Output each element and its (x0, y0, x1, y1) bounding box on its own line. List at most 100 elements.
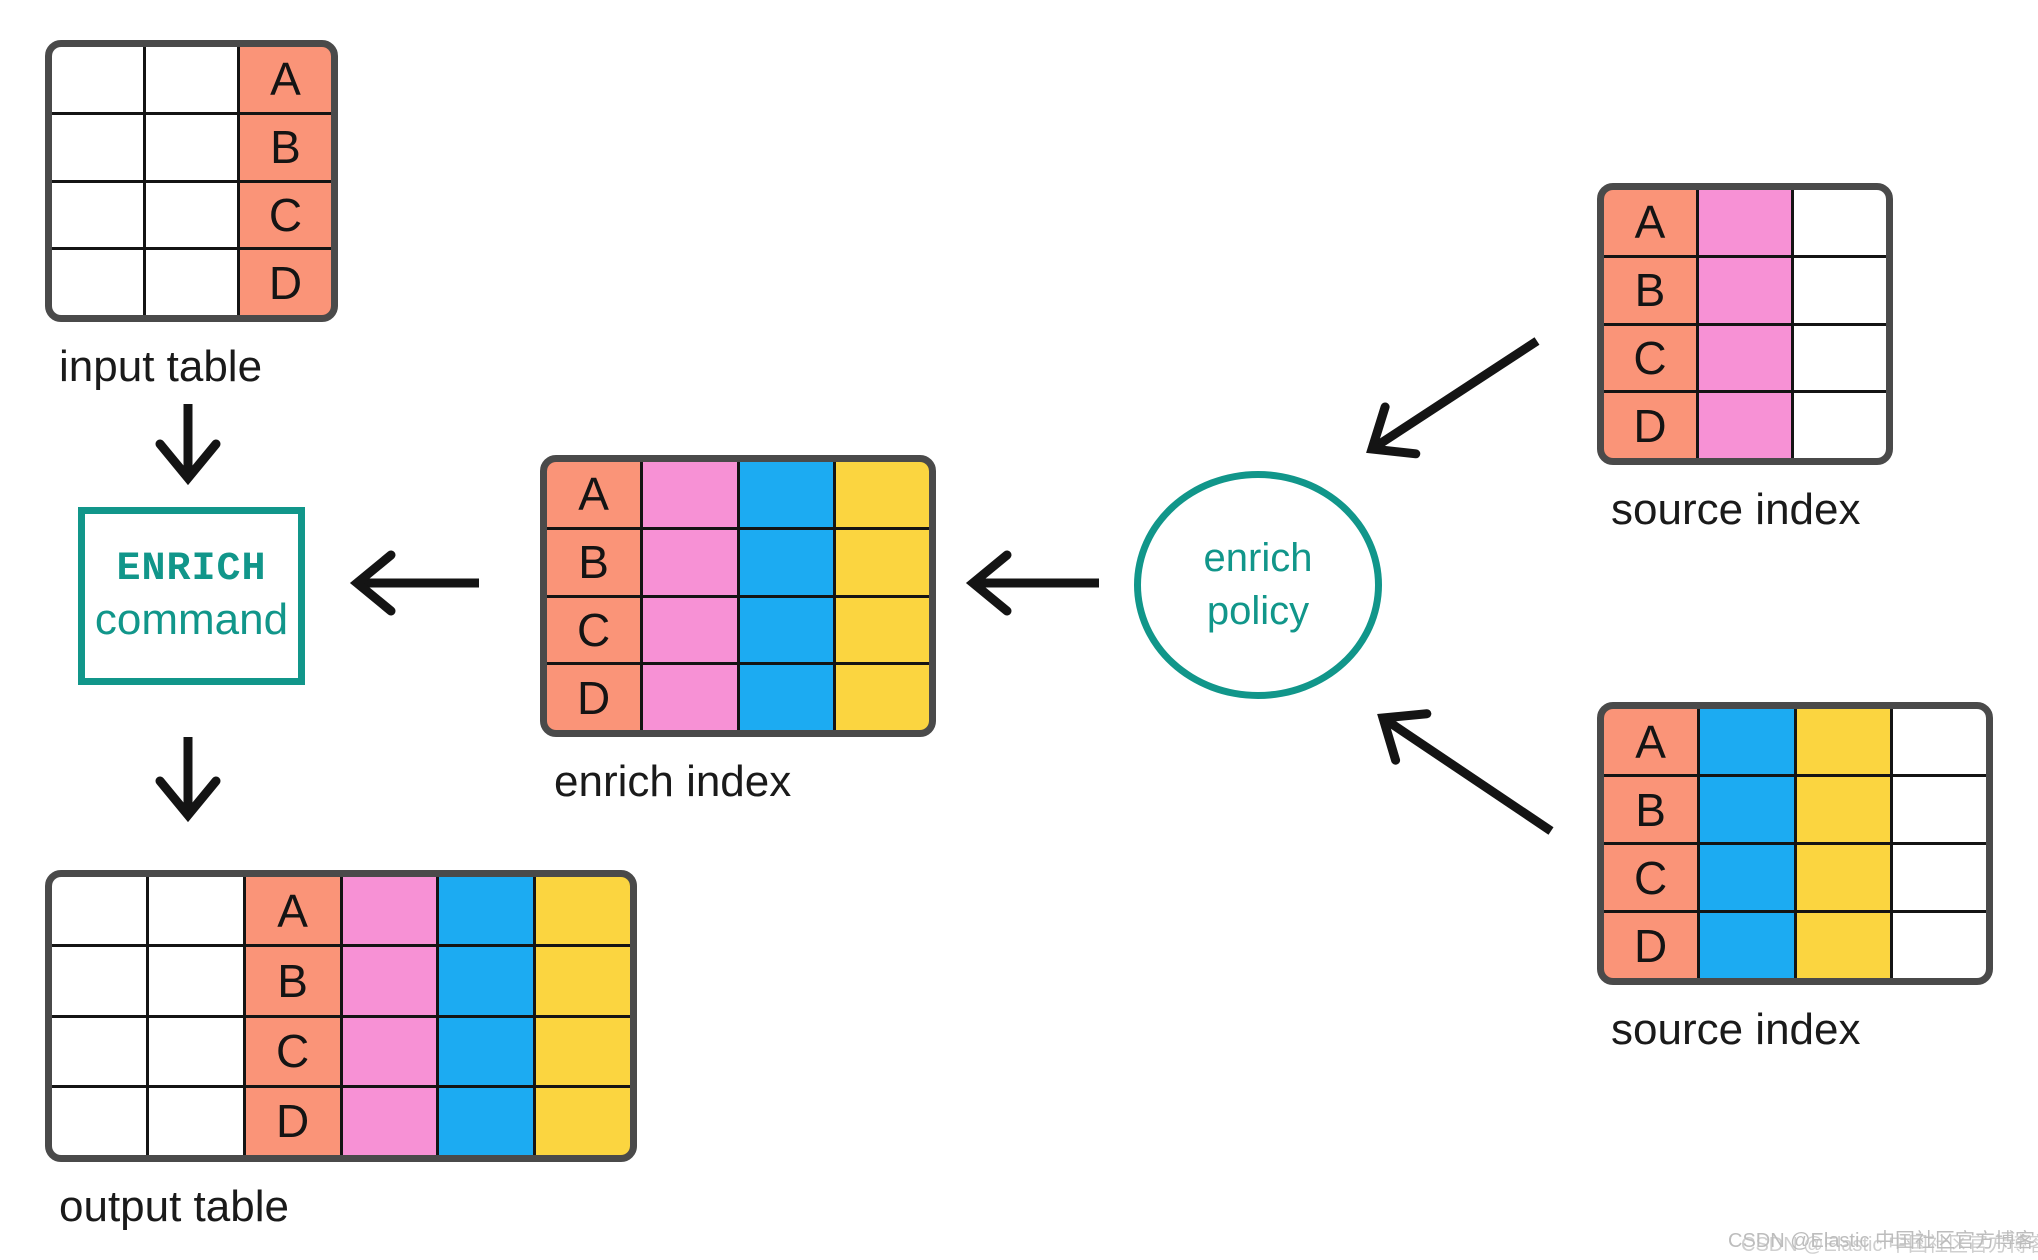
table-cell-salmon: A (245, 877, 340, 945)
table-cell-blue (1700, 913, 1794, 978)
table-cell-white (148, 1017, 243, 1085)
table-cell-white (148, 877, 243, 945)
table-cell-blue (739, 665, 833, 730)
table-cell-white (146, 182, 237, 248)
table-cell-blue (1700, 777, 1794, 842)
table-cell-blue (1700, 845, 1794, 910)
table-cell-yellow (1796, 709, 1890, 774)
table-cell-yellow (536, 947, 630, 1015)
source-index-bottom-label: source index (1611, 1005, 1861, 1054)
table-cell-blue (739, 597, 833, 663)
table-cell-salmon: A (1604, 190, 1696, 255)
table-cell-salmon: B (245, 947, 340, 1015)
table-cell-white (1892, 845, 1986, 910)
table-cell-white (148, 1087, 243, 1155)
table-cell-salmon: D (240, 250, 331, 315)
table-cell-yellow (1796, 777, 1890, 842)
table-cell-salmon: B (240, 114, 331, 180)
table-cell-pink (342, 947, 437, 1015)
table-cell-pink (342, 1087, 437, 1155)
table-cell-white (1794, 393, 1886, 458)
table-cell-white (52, 47, 143, 112)
table-cell-salmon: D (547, 665, 641, 730)
enrich-command-line2: command (94, 594, 289, 644)
table-cell-blue (439, 1087, 534, 1155)
table-cell-yellow (536, 1087, 630, 1155)
table-cell-yellow (1796, 845, 1890, 910)
table-cell-white (52, 250, 143, 315)
table-cell-salmon: B (1604, 777, 1698, 842)
table-cell-white (1794, 257, 1886, 323)
table-cell-salmon: C (1604, 845, 1698, 910)
table-cell-white (52, 947, 146, 1015)
table-cell-white (52, 182, 143, 248)
enrich-index-label: enrich index (554, 757, 792, 806)
table-cell-pink (1699, 393, 1791, 458)
enrich-command-line1: ENRICH (116, 546, 267, 592)
table-cell-salmon: A (547, 462, 641, 527)
table-cell-blue (1700, 709, 1794, 774)
table-cell-salmon: B (1604, 257, 1696, 323)
arrow-sourcetop-to-policy (1366, 337, 1540, 459)
watermark: CSDN @Elastic 中国社区官方博客 (1728, 1230, 2035, 1252)
watermark-echo: CSDN @Elastic 中国社区官方博客 (1741, 1234, 2038, 1256)
table-cell-salmon: D (1604, 393, 1696, 458)
table-cell-salmon: C (240, 182, 331, 248)
table-cell-pink (1699, 190, 1791, 255)
table-cell-salmon: B (547, 529, 641, 595)
table-cell-pink (643, 597, 737, 663)
table-cell-yellow (835, 665, 929, 730)
source-index-top-label: source index (1611, 485, 1861, 534)
input-table-label: input table (59, 342, 263, 391)
table-cell-salmon: C (547, 597, 641, 663)
table-cell-salmon: A (240, 47, 331, 112)
enrich-policy-line2: policy (1206, 589, 1310, 633)
table-cell-salmon: A (1604, 709, 1698, 774)
table-cell-white (52, 1087, 146, 1155)
table-cell-white (146, 250, 237, 315)
table-cell-salmon: D (1604, 913, 1698, 978)
table-cell-pink (1699, 325, 1791, 391)
table-cell-pink (342, 1017, 437, 1085)
table-cell-white (52, 877, 146, 945)
table-cell-yellow (835, 529, 929, 595)
table-cell-blue (439, 877, 534, 945)
table-cell-salmon: C (245, 1017, 340, 1085)
table-cell-yellow (835, 462, 929, 527)
table-cell-yellow (536, 877, 630, 945)
table-cell-blue (439, 947, 534, 1015)
table-cell-blue (739, 462, 833, 527)
table-cell-white (52, 114, 143, 180)
enrich-command-node: ENRICH command (78, 507, 305, 685)
enrich-policy-line1: enrich (1203, 536, 1313, 581)
table-cell-white (148, 947, 243, 1015)
table-cell-white (146, 114, 237, 180)
table-cell-pink (643, 529, 737, 595)
table-cell-white (1794, 190, 1886, 255)
table-cell-yellow (835, 597, 929, 663)
table-cell-white (146, 47, 237, 112)
table-cell-pink (1699, 257, 1791, 323)
table-cell-white (1892, 709, 1986, 774)
table-cell-yellow (536, 1017, 630, 1085)
table-cell-blue (739, 529, 833, 595)
output-table-label: output table (59, 1182, 289, 1231)
table-cell-white (1892, 777, 1986, 842)
table-cell-pink (342, 877, 437, 945)
enrich-policy-node: enrich policy (1134, 471, 1382, 699)
table-cell-blue (439, 1017, 534, 1085)
table-cell-white (1892, 913, 1986, 978)
table-cell-white (52, 1017, 146, 1085)
table-cell-salmon: D (245, 1087, 340, 1155)
